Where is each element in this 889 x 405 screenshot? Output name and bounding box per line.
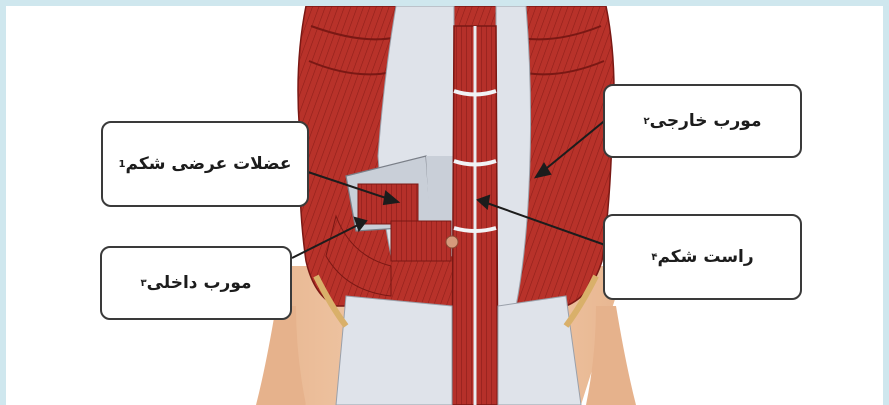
label-rectus-text: راست شکم: [657, 247, 753, 267]
label-transverse-text: عضلات عرضی شکم: [126, 154, 292, 174]
label-external-oblique-text: مورب خارجی: [650, 111, 762, 131]
label-external-oblique-number: ۲: [644, 116, 650, 127]
label-transverse-number: 1: [119, 159, 126, 170]
label-internal-oblique-text: مورب داخلی: [147, 273, 252, 293]
label-rectus-number: ۴: [651, 252, 657, 263]
label-internal-oblique-number: ۳: [140, 278, 146, 289]
